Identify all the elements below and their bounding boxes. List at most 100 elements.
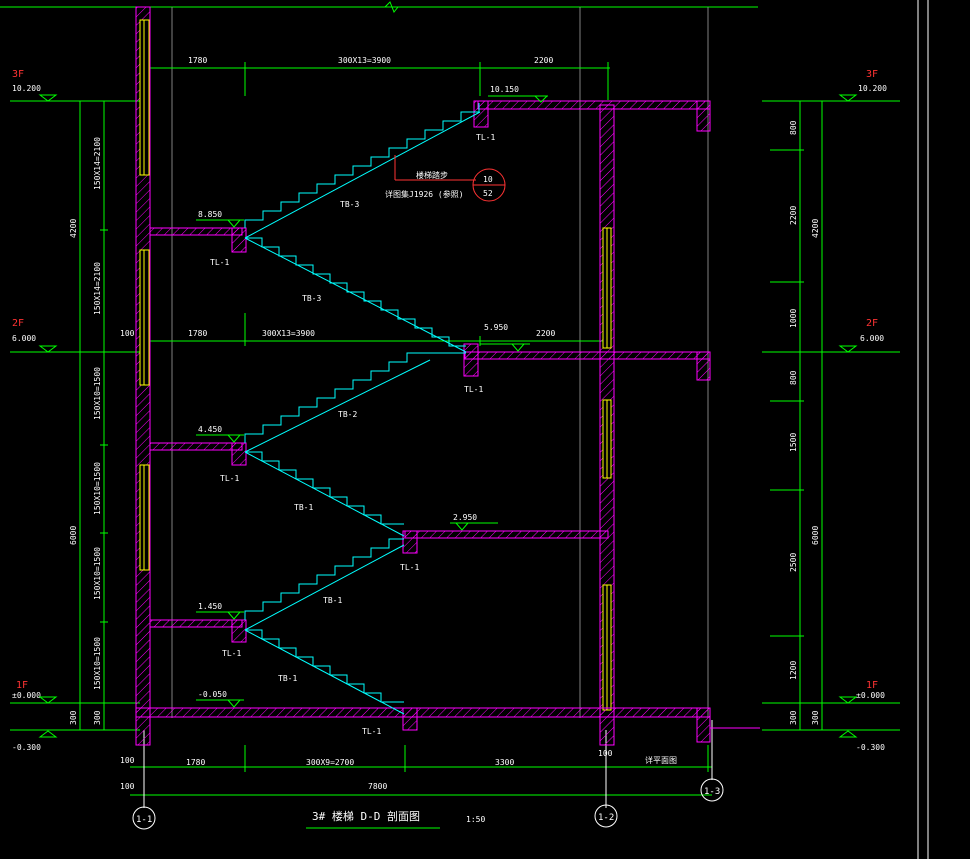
stair-tread-callout: 楼梯踏步 详图集J1926 (参照) 10 52: [385, 155, 506, 202]
label-tl-top: TL-1: [476, 133, 495, 142]
floor-2f-elev-right: 6.000: [860, 334, 884, 343]
drawing-scale: 1:50: [466, 815, 485, 824]
ground-elev-right: -0.300: [856, 743, 885, 752]
mid-dim-d3: 2200: [536, 329, 555, 338]
axis-markers: 1-1 1-2 1-3: [132, 720, 724, 830]
left-dim-total-upper: 4200: [69, 219, 78, 238]
label-tb3b: TB-3: [302, 294, 321, 303]
floor-3f-elev-right: 10.200: [858, 84, 887, 93]
top-dimension: [143, 62, 610, 100]
floor-2f-name-right: 2F: [866, 318, 878, 329]
mid-dim-d2: 300X13=3900: [262, 329, 315, 338]
bottom-dim-d4: 100: [598, 749, 613, 758]
left-dim-h3: 150X10=1500: [93, 367, 102, 420]
left-dim-h5: 150X10=1500: [93, 547, 102, 600]
right-dim-r4: 800: [789, 370, 798, 385]
left-dim-h6: 150X10=1500: [93, 637, 102, 690]
flight-tb1-upper: [244, 538, 404, 620]
bottom-dim-total: 7800: [368, 782, 387, 791]
right-dim-total-upper: 4200: [811, 219, 820, 238]
label-tl-2950: TL-1: [400, 563, 419, 572]
right-dim-r7: 1200: [789, 661, 798, 680]
ground-elev-left: -0.300: [12, 743, 41, 752]
label-tb2: TB-2: [338, 410, 357, 419]
bottom-dim-d0: 100: [120, 756, 135, 765]
level-markers: 10.150 8.850 5.950 4.450 2.950 1.450 -0.…: [196, 85, 548, 708]
level-8850: 8.850: [198, 210, 222, 219]
left-dim-h4: 150X10=1500: [93, 462, 102, 515]
stair-flights: [244, 103, 481, 715]
bottom-dim-d3: 3300: [495, 758, 514, 767]
label-tl-4450: TL-1: [220, 474, 239, 483]
left-dim-h2: 150X14=2100: [93, 262, 102, 315]
bottom-dim-total-label: 100: [120, 782, 135, 791]
level-2950: 2.950: [453, 513, 477, 522]
axis-1-3: 1-3: [704, 787, 720, 797]
floor-markers-right: 3F 10.200 2F 6.000 1F ±0.000 -0.300: [838, 69, 887, 752]
left-dim-base2: 300: [93, 710, 102, 725]
component-labels: TB-3 TB-3 TB-2 TB-1 TB-1 TB-1 TL-1 TL-1 …: [210, 133, 495, 736]
floor-markers-left: 3F 10.200 2F 6.000 1F ±0.000 -0.300: [12, 69, 58, 752]
floor-1f-elev-right: ±0.000: [856, 691, 885, 700]
left-wall: [135, 6, 151, 746]
label-tl-8850: TL-1: [210, 258, 229, 267]
left-dimension-texts: 150X14=2100 150X14=2100 150X10=1500 150X…: [69, 137, 102, 725]
right-dim-r8: 300: [789, 710, 798, 725]
bottom-dim-d2: 300X9=2700: [306, 758, 354, 767]
right-dim-r3: 1000: [789, 309, 798, 328]
label-tb3a: TB-3: [340, 200, 359, 209]
flight-tb1-mid: [245, 451, 404, 525]
left-dim-total-lower: 6000: [69, 526, 78, 545]
left-dim-h1: 150X14=2100: [93, 137, 102, 190]
right-dim-base: 300: [811, 710, 820, 725]
label-tl-base: TL-1: [362, 727, 381, 736]
mid-dim-d0: 100: [120, 329, 135, 338]
label-tl-1450: TL-1: [222, 649, 241, 658]
right-dim-r6: 2500: [789, 553, 798, 572]
axis-1-2: 1-2: [598, 813, 614, 823]
floor-2f-name: 2F: [12, 318, 24, 329]
left-dimension-chain: [76, 100, 108, 731]
right-wall: [599, 104, 615, 746]
callout-text2: 详图集J1926 (参照): [385, 189, 464, 199]
axis-1-1: 1-1: [136, 815, 152, 825]
top-dim-d3: 2200: [534, 56, 553, 65]
break-mark: [384, 1, 399, 13]
bottom-dim-d1: 1780: [186, 758, 205, 767]
floor-1f-name: 1F: [16, 680, 28, 691]
floor-3f-elev: 10.200: [12, 84, 41, 93]
callout-num-top: 10: [483, 175, 493, 184]
floor-2f-elev: 6.000: [12, 334, 36, 343]
callout-num-bottom: 52: [483, 189, 493, 198]
right-dim-r5: 1500: [789, 433, 798, 452]
top-dim-d1: 1780: [188, 56, 207, 65]
top-dim-d2: 300X13=3900: [338, 56, 391, 65]
mid-dim-d1: 1780: [188, 329, 207, 338]
right-dim-r2: 2200: [789, 206, 798, 225]
right-dim-total-lower: 6000: [811, 526, 820, 545]
right-dimension-chain: [770, 100, 826, 731]
level-m050: -0.050: [198, 690, 227, 699]
flight-tb2: [244, 352, 466, 443]
left-dim-base1: 300: [69, 710, 78, 725]
flight-tb3-lower: [245, 237, 466, 347]
floor-1f-elev: ±0.000: [12, 691, 41, 700]
right-dimension-texts: 800 2200 1000 800 1500 2500 1200 300 420…: [789, 120, 820, 725]
bottom-dim-d5: 详平面图: [645, 755, 677, 765]
floor-3f-name-right: 3F: [866, 69, 878, 80]
label-tb1b: TB-1: [323, 596, 342, 605]
label-tb1a: TB-1: [294, 503, 313, 512]
label-tb1c: TB-1: [278, 674, 297, 683]
floor-3f-name: 3F: [12, 69, 24, 80]
level-5950: 5.950: [484, 323, 508, 332]
flight-tb3-upper: [244, 103, 480, 228]
floor-1f-name-right: 1F: [866, 680, 878, 691]
flight-tb1-lower: [245, 629, 404, 703]
level-1450: 1.450: [198, 602, 222, 611]
callout-text1: 楼梯踏步: [416, 170, 448, 180]
right-dim-r1: 800: [789, 120, 798, 135]
drawing-title: 3# 楼梯 D-D 剖面图: [312, 809, 420, 823]
label-tl-mid: TL-1: [464, 385, 483, 394]
stair-beams: [231, 100, 489, 731]
